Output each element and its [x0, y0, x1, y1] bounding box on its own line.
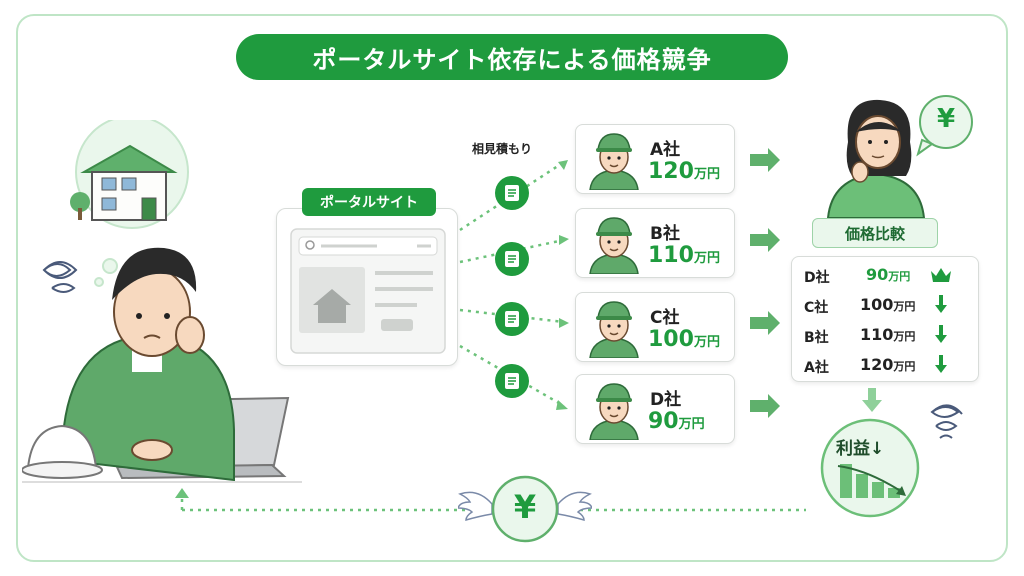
money-return-flow	[175, 488, 806, 512]
worried-worker-illustration	[22, 120, 302, 483]
ranking-company: B社	[804, 330, 829, 346]
company-price: 110万円	[648, 243, 720, 268]
down-arrow-icon	[935, 355, 947, 373]
company-card: A社 120万円	[575, 124, 735, 194]
document-icon	[495, 302, 529, 336]
company-name: B社	[650, 224, 680, 244]
document-icon	[495, 242, 529, 276]
company-price: 120万円	[648, 159, 720, 184]
hard-hat	[22, 424, 103, 479]
contractor-avatar	[589, 133, 639, 190]
stress-scribble-icon	[42, 261, 78, 293]
crown-icon	[931, 268, 951, 282]
stress-scribble-icon	[930, 404, 963, 439]
price-comparison-label: 価格比較	[812, 218, 938, 248]
ranking-price: 120万円	[860, 355, 916, 374]
ranking-price: 100万円	[860, 295, 916, 314]
ranking-row: A社 120万円	[792, 353, 980, 379]
profit-label: 利益↓	[836, 439, 885, 459]
contractor-avatar	[589, 383, 639, 440]
profit-down-icon: ↓	[870, 439, 885, 459]
flying-money-yen: ¥	[513, 488, 537, 526]
down-arrow-icon	[935, 295, 947, 313]
ranking-company: D社	[804, 270, 830, 286]
portal-site-screen	[290, 228, 446, 354]
company-card: B社 110万円	[575, 208, 735, 278]
company-name: A社	[650, 140, 681, 160]
company-card: D社 90万円	[575, 374, 735, 444]
ranking-price: 110万円	[860, 325, 916, 344]
ranking-company: A社	[804, 360, 829, 376]
company-price: 100万円	[648, 327, 720, 352]
company-name: C社	[650, 308, 680, 328]
quote-request-arrows	[459, 160, 569, 410]
document-icon	[495, 176, 529, 210]
ranking-price: 90万円	[866, 265, 911, 284]
portal-site-label: ポータルサイト	[302, 188, 436, 216]
portal-site-window	[276, 208, 458, 366]
company-card: C社 100万円	[575, 292, 735, 362]
customer-illustration	[826, 95, 973, 218]
ranking-row: D社 90万円	[792, 263, 980, 289]
company-price: 90万円	[648, 409, 705, 434]
worker-person	[60, 247, 235, 482]
ranking-row: B社 110万円	[792, 323, 980, 349]
contractor-avatar	[589, 301, 639, 358]
contractor-avatar	[589, 217, 639, 274]
document-icon	[495, 364, 529, 398]
diagram-title: ポータルサイト依存による価格競争	[236, 34, 788, 80]
profit-decline-chart-icon	[820, 418, 920, 518]
price-ranking-card: D社 90万円 C社 100万円 B社 110万円 A社 120万円	[791, 256, 979, 382]
down-arrow-to-profit	[862, 388, 882, 412]
thought-bubble-house	[70, 120, 189, 287]
comparison-arrows	[750, 148, 780, 418]
ranking-company: C社	[804, 300, 829, 316]
ranking-row: C社 100万円	[792, 293, 980, 319]
yen-bubble-symbol: ¥	[936, 104, 956, 134]
flying-money-icon	[458, 475, 592, 543]
down-arrow-icon	[935, 325, 947, 343]
company-name: D社	[650, 390, 682, 410]
quote-request-label: 相見積もり	[472, 142, 533, 156]
